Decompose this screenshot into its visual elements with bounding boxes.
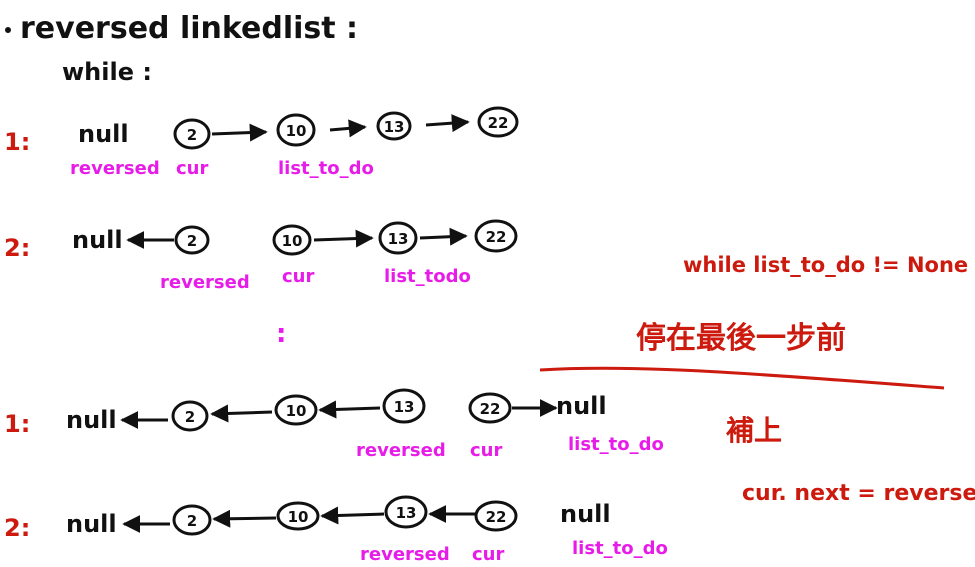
node-2: 2 [171,400,209,432]
cur-pointer-label: cur [282,266,314,287]
null-label: null [78,120,129,148]
svg-text:2: 2 [187,512,197,530]
step-number: 1: [4,410,30,438]
next-arrow [313,229,374,248]
node-10: 10 [272,224,312,256]
reversed-pointer-label: reversed [356,440,446,461]
svg-text:10: 10 [282,232,303,250]
list-to-do-pointer-label: list_to_do [278,158,374,179]
svg-text:2: 2 [187,126,197,144]
cur-pointer-label: cur [470,440,502,461]
reversed-pointer-label: reversed [160,272,250,293]
cur-pointer-label: cur [176,158,208,179]
svg-text:2: 2 [187,232,197,250]
svg-text:13: 13 [384,118,405,136]
next-arrow [329,119,367,138]
null-label: null [556,392,607,420]
node-2: 2 [172,504,212,536]
node-10: 10 [274,394,318,426]
svg-text:22: 22 [480,400,501,418]
node-13: 13 [382,388,426,424]
node-2: 2 [174,225,210,255]
list-to-do-pointer-label: list_to_do [572,538,668,559]
stop-before-last-step-note: 停在最後一步前 [636,321,846,356]
svg-text:13: 13 [396,504,417,522]
next-arrow [320,506,385,525]
svg-text:2: 2 [185,408,195,426]
add-note: 補上 [725,414,782,447]
node-10: 10 [276,113,316,147]
null-label: null [560,500,611,528]
svg-text:22: 22 [488,114,509,132]
next-arrow [419,227,468,246]
step-number: 2: [4,514,30,542]
next-arrow [212,509,277,528]
next-arrow [210,404,273,423]
step-number: 1: [4,128,30,156]
node-13: 13 [378,221,418,255]
next-arrow [211,123,268,142]
svg-text:13: 13 [394,398,415,416]
list-to-do-pointer-label: list_to_do [568,434,664,455]
divider-line [539,366,945,390]
node-13: 13 [376,111,412,141]
reversed-pointer-label: reversed [360,544,450,565]
node-22: 22 [477,106,519,138]
row-4: 2: null 2 10 13 22 null reversed cur lis… [4,495,668,565]
row-1: 1: null 2 10 13 22 reversed cur list_to_… [4,106,519,179]
svg-text:10: 10 [286,122,307,140]
svg-text:10: 10 [286,402,307,420]
list-to-do-pointer-label: list_todo [384,266,471,287]
assignment-note: cur. next = reversed [742,481,975,506]
next-arrow [318,400,381,419]
node-22: 22 [474,219,518,253]
next-arrow [425,114,470,133]
null-label: null [66,510,117,538]
step-number: 2: [4,234,30,262]
svg-text:22: 22 [486,228,507,246]
null-label: null [66,406,117,434]
node-10: 10 [276,501,320,531]
node-22: 22 [468,392,512,424]
row-3: 1: null 2 10 13 22 null reversed cur lis… [4,388,664,461]
node-13: 13 [384,495,428,529]
bullet-point [5,27,11,33]
cur-pointer-label: cur [472,544,504,565]
loop-label: while : [62,58,152,86]
svg-text:10: 10 [288,508,309,526]
null-label: null [72,226,123,254]
loop-condition-note: while list_to_do != None [683,253,968,277]
node-22: 22 [474,500,518,532]
reversed-pointer-label: reversed [70,158,160,179]
node-2: 2 [173,118,211,150]
svg-text:22: 22 [486,508,507,526]
ellipsis: : [276,319,286,349]
row-2: 2: null 2 10 13 22 reversed cur list_tod… [4,219,518,293]
page-title: reversed linkedlist : [20,11,358,46]
svg-text:13: 13 [388,230,409,248]
